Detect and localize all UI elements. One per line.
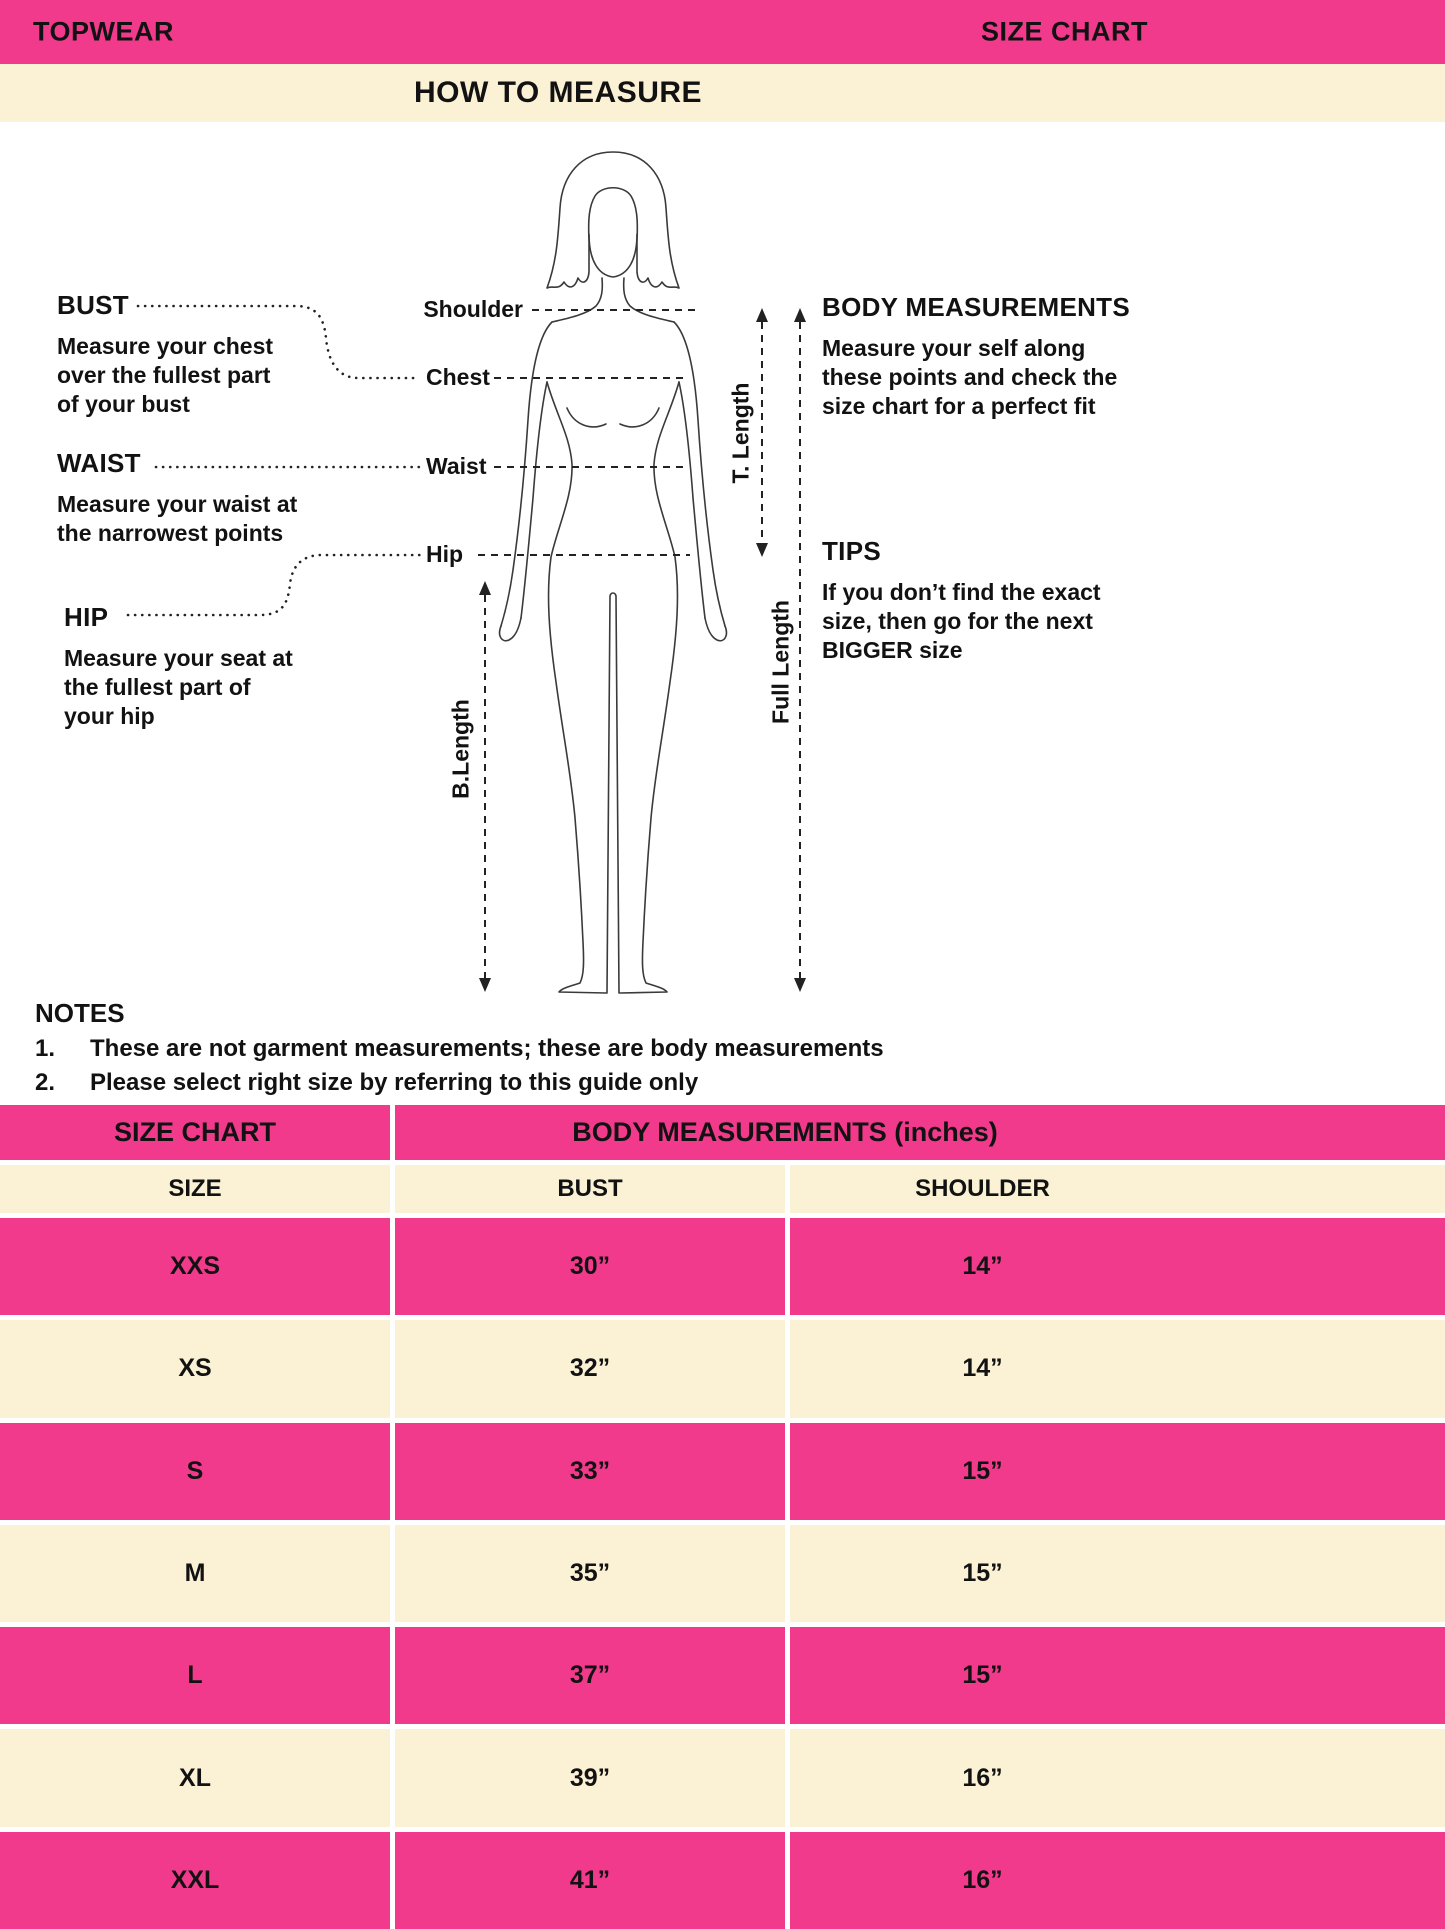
bust-value: 35” — [395, 1524, 785, 1623]
full-length-arrowhead-bottom — [794, 978, 806, 992]
right-torso-leg — [619, 381, 680, 994]
note-item: 2. Please select right size by referring… — [35, 1068, 1155, 1098]
column-header-size: SIZE — [0, 1165, 390, 1213]
how-to-measure-band: HOW TO MEASURE — [0, 64, 1445, 122]
note-text: These are not garment measurements; thes… — [90, 1035, 884, 1062]
left-hand — [498, 617, 522, 642]
bust-value: 41” — [395, 1831, 785, 1929]
bust-value: 37” — [395, 1627, 785, 1725]
left-arm-inner — [520, 381, 548, 619]
body-measurements-description: Measure your self along these points and… — [822, 335, 1118, 419]
how-to-measure-title: HOW TO MEASURE — [413, 76, 703, 109]
right-arm-outer — [673, 321, 726, 627]
size-value: L — [0, 1627, 390, 1725]
measurement-diagram: BUST Measure your chest over the fullest… — [0, 122, 1445, 1105]
waist-description: Measure your waist at the narrowest poin… — [57, 491, 298, 546]
bust-curve-left — [566, 407, 607, 428]
figure-label-chest: Chest — [426, 364, 490, 390]
right-hand — [704, 617, 728, 642]
t-length-arrowhead-bottom — [756, 543, 768, 557]
body-outline — [498, 151, 728, 994]
bust-heading: BUST — [57, 290, 129, 320]
inner-legs — [606, 592, 620, 994]
category-title: TOPWEAR — [33, 16, 175, 47]
hair-outline — [546, 151, 680, 289]
bust-value: 32” — [395, 1320, 785, 1418]
hip-description: Measure your seat at the fullest part of… — [64, 645, 293, 729]
note-number: 1. — [35, 1035, 56, 1062]
shoulder-value: 14” — [790, 1218, 1445, 1316]
body-measurements-heading: BODY MEASUREMENTS — [822, 292, 1130, 322]
shoulder-value: 16” — [790, 1831, 1445, 1929]
bust-curve-right — [619, 407, 660, 428]
bust-description: Measure your chest over the fullest part… — [57, 333, 274, 417]
note-text: Please select right size by referring to… — [90, 1069, 699, 1096]
tips-description: If you don’t find the exact size, then g… — [822, 579, 1101, 663]
shoulder-value: 15” — [790, 1627, 1445, 1725]
app-header: TOPWEAR SIZE CHART — [0, 0, 1445, 64]
full-length-arrowhead-top — [794, 308, 806, 322]
bust-value: 39” — [395, 1729, 785, 1827]
hip-heading: HIP — [64, 602, 109, 632]
size-chart-group-header: SIZE CHART — [0, 1105, 390, 1160]
shoulder-value: 15” — [790, 1524, 1445, 1623]
column-header-bust: BUST — [395, 1165, 785, 1213]
waist-heading: WAIST — [57, 448, 141, 478]
figure-label-waist: Waist — [426, 453, 487, 479]
body-measurements-group-header: BODY MEASUREMENTS (inches) — [395, 1105, 1445, 1160]
b-length-arrowhead-bottom — [479, 978, 491, 992]
size-chart-table: SIZE CHART BODY MEASUREMENTS (inches) SI… — [0, 1105, 1445, 1929]
size-value: XL — [0, 1729, 390, 1827]
neck-left — [551, 277, 604, 323]
neck-right — [622, 277, 675, 323]
figure-label-hip: Hip — [426, 541, 464, 567]
full-length-label: Full Length — [767, 600, 794, 724]
hip-leader — [126, 553, 422, 617]
measure-level-lines — [478, 309, 698, 556]
face-outline — [588, 233, 638, 278]
figure-label-shoulder: Shoulder — [423, 296, 523, 322]
t-length-arrowhead-top — [756, 308, 768, 322]
b-length-label: B.Length — [447, 699, 474, 799]
notes-heading: NOTES — [35, 998, 125, 1028]
size-value: M — [0, 1524, 390, 1623]
note-item: 1. These are not garment measurements; t… — [35, 1034, 1155, 1064]
body-figure-svg — [126, 151, 806, 994]
size-value: S — [0, 1422, 390, 1520]
bust-leader — [136, 304, 422, 380]
right-arm-inner — [678, 381, 706, 619]
t-length-label: T. Length — [727, 382, 754, 484]
column-header-shoulder: SHOULDER — [790, 1165, 1445, 1213]
bust-value: 33” — [395, 1422, 785, 1520]
note-number: 2. — [35, 1069, 56, 1096]
shoulder-value: 14” — [790, 1320, 1445, 1418]
shoulder-value: 15” — [790, 1422, 1445, 1520]
page-title: SIZE CHART — [981, 16, 1148, 47]
size-value: XXS — [0, 1218, 390, 1316]
left-torso-leg — [546, 381, 607, 994]
left-arm-outer — [500, 321, 553, 627]
length-arrows — [479, 308, 806, 992]
size-value: XXL — [0, 1831, 390, 1929]
shoulder-value: 16” — [790, 1729, 1445, 1827]
b-length-arrowhead-top — [479, 581, 491, 595]
size-value: XS — [0, 1320, 390, 1418]
leader-lines — [126, 304, 422, 617]
tips-heading: TIPS — [822, 536, 881, 566]
bust-value: 30” — [395, 1218, 785, 1316]
